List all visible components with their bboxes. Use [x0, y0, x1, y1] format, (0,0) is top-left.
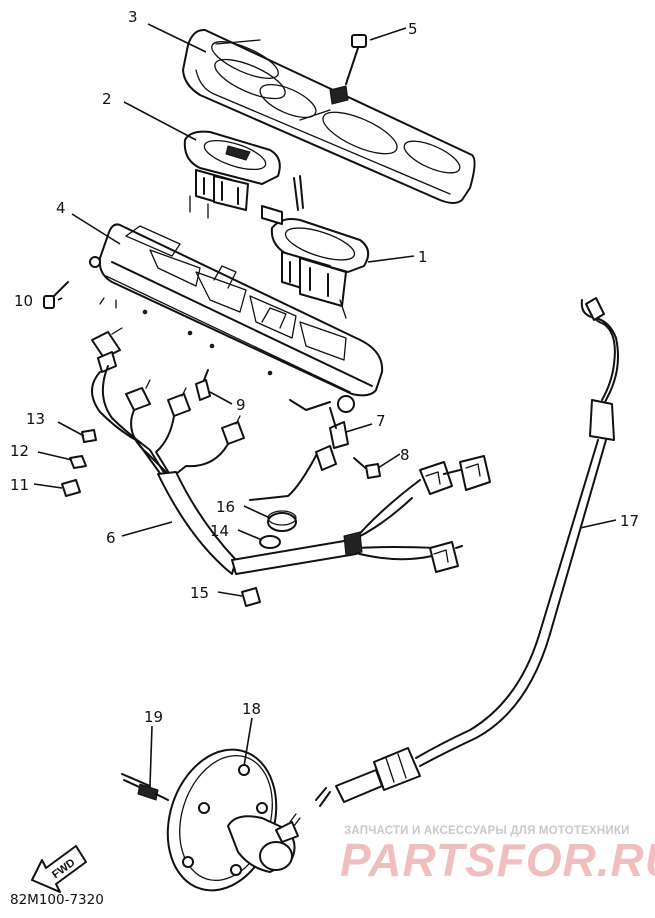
speedometer-gear-unit	[166, 748, 301, 892]
grommet-16	[267, 510, 297, 532]
clip-12	[69, 455, 87, 469]
speedometer-cable	[315, 297, 619, 807]
meter-cover-panel	[182, 28, 476, 204]
label-7: 7	[376, 412, 386, 430]
clip-11	[61, 479, 81, 497]
callouts: 3 5 2 4 1 10 9 7 8 13 12 11 16 14 6 15 1…	[10, 8, 639, 726]
label-19: 19	[144, 708, 163, 726]
leader-lines	[33, 23, 617, 787]
pin-19	[121, 773, 169, 801]
connector-7	[329, 407, 337, 429]
meter-case-housing	[89, 223, 384, 413]
label-5: 5	[408, 20, 418, 38]
wire-harness	[91, 327, 491, 575]
label-18: 18	[242, 700, 261, 718]
label-14: 14	[210, 522, 229, 540]
gauge-unit-right	[261, 175, 370, 319]
label-17: 17	[620, 512, 639, 530]
collar-14	[259, 535, 281, 549]
label-12: 12	[10, 442, 29, 460]
bulb-9	[195, 369, 211, 401]
cover-screw	[329, 34, 367, 105]
gauge-unit-left	[183, 130, 281, 219]
collar-15	[241, 587, 261, 607]
label-15: 15	[190, 584, 209, 602]
forward-arrow-icon: FWD	[31, 845, 87, 893]
label-6: 6	[106, 529, 116, 547]
label-13: 13	[26, 410, 45, 428]
label-2: 2	[102, 90, 112, 108]
label-10: 10	[14, 292, 33, 310]
watermark-brand: PARTSFOR.RU	[340, 834, 655, 886]
label-4: 4	[56, 199, 66, 217]
watermark: ЗАПЧАСТИ И АКСЕССУАРЫ ДЛЯ МОТОТЕХНИКИ PA…	[340, 825, 655, 886]
label-8: 8	[400, 446, 410, 464]
label-16: 16	[216, 498, 235, 516]
watermark-tagline: ЗАПЧАСТИ И АКСЕССУАРЫ ДЛЯ МОТОТЕХНИКИ	[344, 825, 630, 837]
clip-13	[81, 429, 97, 443]
label-1: 1	[418, 248, 428, 266]
screw-10	[43, 281, 69, 309]
screw-8	[353, 457, 381, 479]
label-11: 11	[10, 476, 29, 494]
drawing-code: 82M100-7320	[10, 892, 104, 908]
label-3: 3	[128, 8, 138, 26]
label-9: 9	[236, 396, 246, 414]
